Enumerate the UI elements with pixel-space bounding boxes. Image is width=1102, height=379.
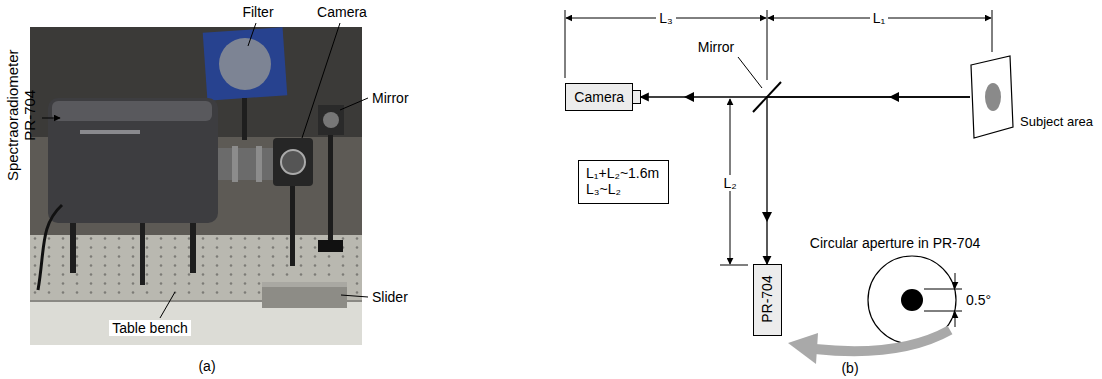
instrument-box: PR-704 (753, 264, 782, 336)
panel-label: (b) (841, 360, 858, 376)
dimension-line (565, 10, 992, 265)
camera-box: Camera (565, 83, 640, 111)
aperture-symbol-part-part (955, 273, 956, 288)
spectroradiometer-part (140, 223, 145, 285)
spectroradiometer-part (48, 98, 218, 223)
spectroradiometer-part (52, 101, 212, 121)
rotated-text: PR-704 (758, 276, 774, 323)
curved-arrow (788, 330, 950, 364)
photo-part (30, 27, 362, 137)
plate-outline (970, 55, 1014, 139)
aperture-symbol-part (901, 289, 923, 311)
mirror-mount-part (328, 135, 333, 243)
ray-arrowhead (684, 92, 899, 222)
camera-part (281, 150, 305, 174)
part-label: Filter (242, 4, 273, 20)
spectroradiometer-part (190, 223, 196, 273)
part-label: Spectraoradiometer PR-704 (4, 49, 39, 181)
node-text: PR-704 (758, 276, 774, 323)
spectroradiometer-part (80, 130, 140, 134)
mirror-mount-part (323, 112, 339, 128)
aperture-symbol-part-part (924, 311, 962, 312)
camera-part (273, 138, 313, 186)
camera (273, 138, 313, 266)
mirror-symbol (738, 57, 781, 112)
dimension-line-part (767, 10, 768, 80)
leader-line-part (302, 23, 340, 138)
aperture-symbol-part-part (955, 312, 956, 327)
mirror-mount (318, 105, 344, 252)
dimension-label: L₂ (720, 175, 739, 191)
aperture-symbol-part-part (924, 289, 962, 290)
slider (262, 282, 347, 308)
filter-part (219, 38, 271, 90)
filter-part (242, 98, 247, 140)
subject-caption: Subject area (1020, 115, 1093, 130)
part-label: Mirror (372, 90, 409, 106)
dimension-line-part (992, 10, 993, 52)
spectroradiometer-part (38, 205, 62, 290)
filter-part (203, 27, 288, 100)
spectroradiometer (38, 98, 273, 290)
dimension-line-part (565, 10, 566, 78)
leader-line-part (160, 292, 175, 318)
leader-line-part (340, 98, 368, 110)
leader-line-part (42, 118, 60, 119)
camera-part (290, 186, 295, 266)
camera-body: Camera (565, 83, 633, 111)
part-label: Slider (372, 289, 408, 305)
dimension-label: 0.5° (966, 292, 991, 308)
leader-line (42, 23, 368, 318)
subject-spot (985, 83, 1001, 111)
note-box: L₁+L₂~1.6mL₃~L₂ (578, 160, 669, 204)
mirror-mount-part (318, 240, 343, 252)
part-label: Mirror (698, 39, 735, 55)
aperture-symbol-part (924, 273, 962, 327)
dimension-line-part (720, 265, 748, 266)
spectroradiometer-part (256, 146, 262, 182)
leader-line-part (248, 23, 256, 46)
dimension-label: L₁ (870, 10, 889, 26)
node-text: Camera (574, 89, 624, 105)
part-label: Table bench (109, 320, 191, 336)
spectroradiometer-part (232, 146, 238, 182)
node-text: Subject area (1020, 115, 1093, 130)
dimension-label: L₃ (656, 10, 676, 26)
plate-shape (971, 56, 1013, 138)
subject-plate: Subject area (970, 55, 1014, 139)
part-label: Camera (317, 4, 367, 20)
node-text: L₁+L₂~1.6m (586, 165, 661, 181)
photo (30, 27, 362, 345)
part-label: Circular aperture in PR-704 (810, 235, 980, 251)
slider-part (262, 282, 347, 287)
spectroradiometer-part (70, 223, 76, 273)
node-text: L₃~L₂ (586, 181, 661, 197)
leader-line-part (341, 295, 368, 297)
curved-arrow-part (788, 333, 818, 364)
mirror-symbol-part (738, 57, 762, 88)
slider-part (262, 282, 347, 308)
photo-part (30, 27, 362, 345)
panel-label: (a) (198, 358, 215, 374)
spectroradiometer-part (218, 148, 273, 180)
curved-arrow-part (815, 330, 950, 351)
